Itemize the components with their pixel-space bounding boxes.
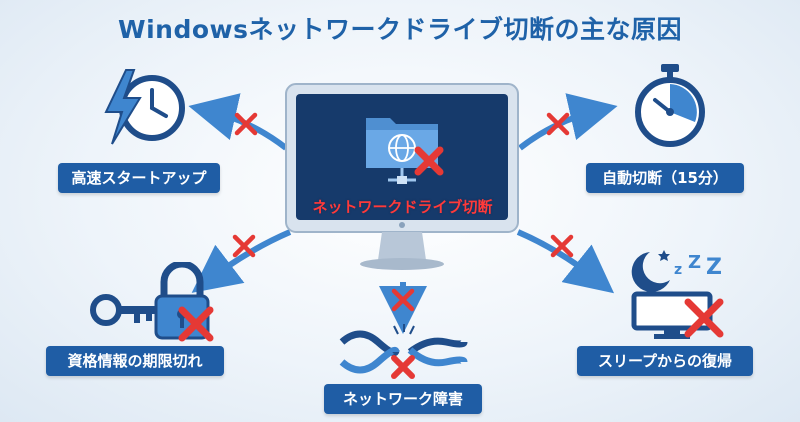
network-folder-icon bbox=[366, 118, 444, 184]
stopwatch-icon bbox=[635, 64, 705, 147]
page-title: Windowsネットワークドライブ切断の主な原因 bbox=[118, 15, 682, 44]
svg-text:z: z bbox=[674, 262, 682, 278]
cross-credential-expiry bbox=[235, 237, 253, 255]
svg-text:Z: Z bbox=[688, 252, 701, 273]
label-network-failure: ネットワーク障害 bbox=[324, 384, 482, 414]
arrow-fast-startup bbox=[188, 93, 288, 151]
broken-cable-icon bbox=[339, 324, 468, 379]
label-auto-disconnect: 自動切断（15分） bbox=[586, 163, 744, 193]
label-credential-expiry: 資格情報の期限切れ bbox=[46, 346, 224, 376]
lightning-clock-icon bbox=[104, 69, 185, 145]
arrow-sleep-resume bbox=[516, 229, 615, 294]
label-sleep-resume: スリープからの復帰 bbox=[577, 346, 753, 376]
key-lock-icon bbox=[90, 262, 214, 342]
center-label: ネットワークドライブ切断 bbox=[312, 198, 493, 216]
moon-sleep-monitor-icon: z Z Z bbox=[631, 250, 724, 339]
label-fast-startup: 高速スタートアップ bbox=[58, 163, 220, 193]
arrow-credential-expiry bbox=[191, 229, 292, 293]
svg-text:Z: Z bbox=[706, 255, 722, 280]
